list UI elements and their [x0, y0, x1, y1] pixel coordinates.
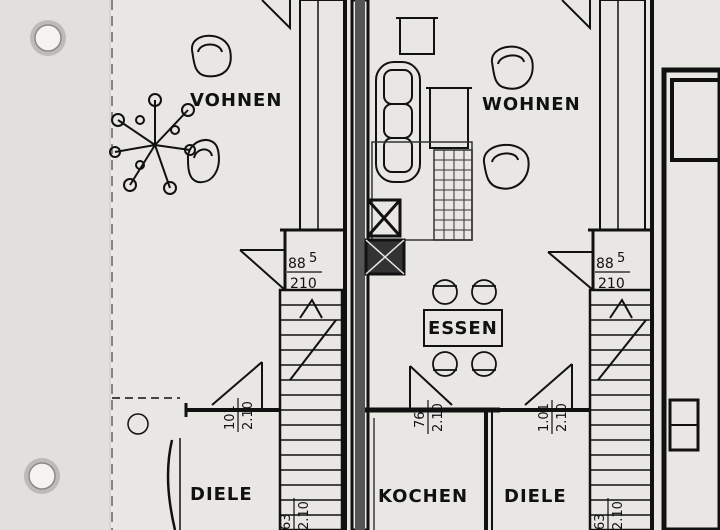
chimney-shaft: [364, 198, 406, 276]
side-table: [396, 17, 438, 55]
dimension-door-right-upper: 88 5 210: [595, 251, 630, 292]
stair-right: [588, 288, 654, 530]
left-unit-walls: [261, 0, 347, 530]
dim-value: 101: [223, 405, 238, 430]
door-diele-left: [184, 361, 280, 417]
punch-hole-top: [30, 20, 66, 56]
dim-value: 1.01: [537, 403, 552, 432]
coffee-table: [426, 87, 472, 149]
entrance-left: [112, 397, 181, 530]
dim-superscript: 5: [309, 251, 317, 266]
room-label-diele-right: DIELE: [504, 486, 567, 507]
room-label-kochen: KOCHEN: [378, 486, 468, 507]
sofa: [375, 61, 421, 183]
dimension-diele-left: 101 2.10: [223, 398, 256, 432]
dim-value: 210: [598, 276, 625, 292]
armchair-left-bottom: [186, 139, 220, 184]
dim-value: 76: [413, 411, 428, 428]
room-label-essen: ESSEN: [428, 318, 498, 339]
dim-superscript: 5: [617, 251, 625, 266]
dining-table: [423, 309, 503, 347]
dim-value: 88: [288, 256, 306, 272]
rug: [371, 141, 473, 241]
dimension-stair-left: 63 2.10: [279, 498, 312, 530]
paper-margin: [0, 0, 110, 530]
door-swing-right-upper: [547, 230, 595, 291]
dining-chairs: [432, 279, 497, 377]
dim-value: 63: [593, 513, 608, 530]
tree-icon: [109, 93, 196, 195]
armchair-right-bottom: [482, 144, 530, 190]
punch-hole-bottom: [24, 458, 60, 494]
dimension-stair-right: 63 2.10: [593, 498, 626, 530]
room-label-diele-left: DIELE: [190, 484, 253, 505]
dim-value: 2.10: [297, 501, 312, 530]
door-diele-right: [500, 363, 590, 412]
dim-value: 88: [596, 256, 614, 272]
dim-value: 2.10: [555, 403, 570, 432]
dimension-door-left-upper: 88 5 210: [287, 251, 322, 292]
dim-value: 2.10: [431, 403, 446, 432]
room-label-wohnen-left: VOHNEN: [190, 90, 282, 111]
kitchen-walls: [366, 418, 375, 530]
armchair-left-top: [191, 34, 232, 78]
dim-value: 2.10: [611, 501, 626, 530]
dim-value: 210: [290, 276, 317, 292]
dimension-diele-right: 1.01 2.10: [537, 400, 570, 434]
dimension-kochen: 76 2.10: [413, 400, 446, 434]
door-kochen: [365, 365, 500, 530]
armchair-right-top: [491, 45, 534, 90]
dim-value: 63: [279, 513, 294, 530]
neighbour-building: [661, 67, 720, 530]
door-swing-left-upper: [239, 230, 287, 291]
dim-value: 2.10: [241, 401, 256, 430]
room-label-wohnen-right: WOHNEN: [482, 94, 581, 115]
